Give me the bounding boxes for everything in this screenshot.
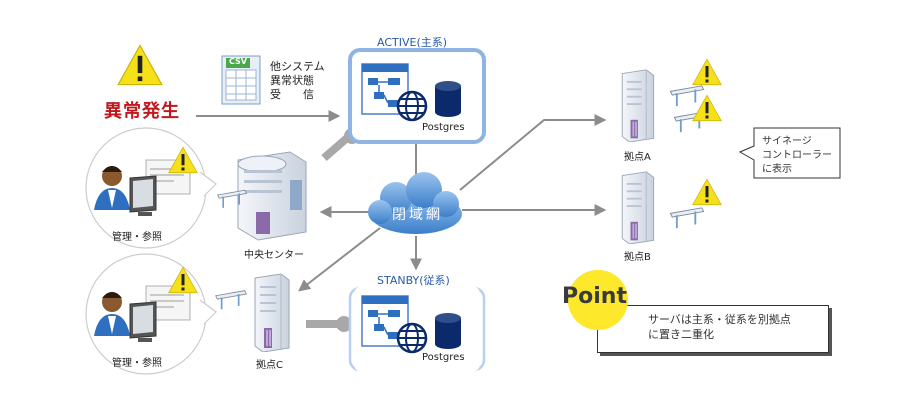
arrow-network-to-site-c <box>298 227 381 292</box>
standby-title: STANBY(従系) <box>377 274 450 287</box>
network-cloud-icon <box>368 172 462 234</box>
site-b-label: 拠点B <box>624 252 651 263</box>
point-title: Point <box>562 284 627 309</box>
point-line: サーバは主系・従系を別拠点 <box>648 313 791 326</box>
admin-top-bubble <box>85 127 217 249</box>
site-a-label: 拠点A <box>624 152 651 163</box>
admin-bottom-bubble <box>85 253 217 375</box>
site-c-label: 拠点C <box>256 360 283 371</box>
active-title: ACTIVE(主系) <box>377 36 448 49</box>
point-note-box <box>597 305 829 353</box>
csv-caption-line: 異常状態 <box>270 74 314 87</box>
standby-db-label: Postgres <box>422 352 465 363</box>
active-db-label: Postgres <box>422 122 465 133</box>
center-label: 中央センター <box>244 250 304 261</box>
network-label: 閉域網 <box>392 207 443 223</box>
csv-badge: CSV <box>229 57 247 66</box>
arrow-network-to-site-a <box>459 114 607 191</box>
csv-caption: 他システム 異常状態 受 信 <box>270 60 325 102</box>
admin-bottom-label: 管理・参照 <box>112 358 162 369</box>
alert-label: 異常発生 <box>104 101 180 122</box>
connectors <box>196 110 607 332</box>
csv-caption-line: 受 信 <box>270 88 314 101</box>
csv-document-icon <box>221 55 261 105</box>
admin-top-label: 管理・参照 <box>112 232 162 243</box>
point-text: サーバは主系・従系を別拠点 に置き二重化 <box>648 312 791 342</box>
point-line: に置き二重化 <box>648 328 714 341</box>
signage-line: サイネージ <box>762 136 812 147</box>
central-center-building-icon <box>217 151 307 241</box>
csv-caption-line: 他システム <box>270 60 325 73</box>
signage-line: コントローラー <box>762 150 832 161</box>
signage-callout <box>738 127 841 179</box>
signage-text: サイネージ コントローラー に表示 <box>762 135 832 177</box>
signage-line: に表示 <box>762 164 792 175</box>
link-standby-to-site-c <box>306 316 352 332</box>
